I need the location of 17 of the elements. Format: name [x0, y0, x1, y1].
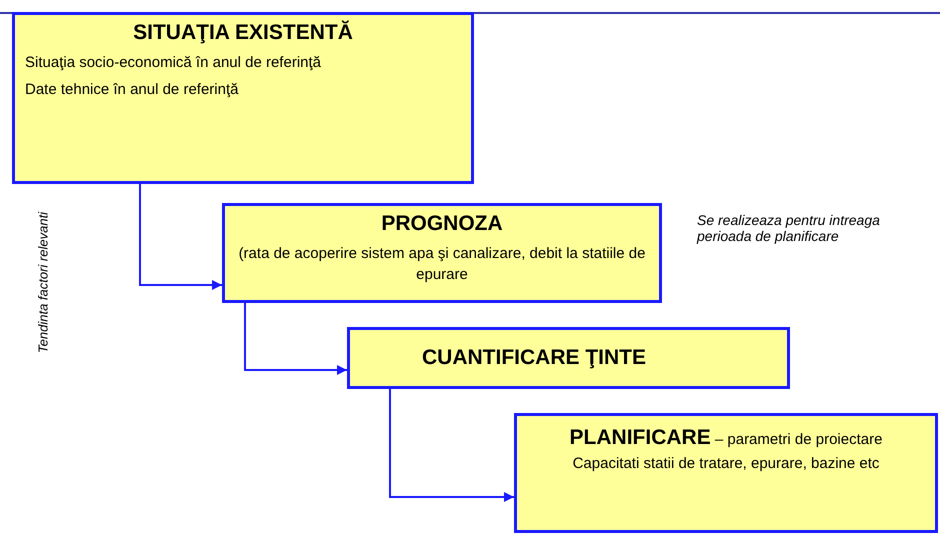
process-box [12, 12, 474, 184]
note-text: Tendinta factori relevanti [36, 210, 50, 356]
box-text: Date tehnice în anul de referinţă [25, 80, 240, 100]
connector-arrow [244, 303, 347, 375]
process-box [347, 327, 790, 389]
box-text: Capacitati statii de tratare, epurare, bazine etc [572, 454, 880, 474]
box-heading: SITUAŢIA EXISTENTĂ [132, 20, 354, 46]
box-heading: CUANTIFICARE ŢINTE [422, 345, 647, 371]
box-heading: PROGNOZA [380, 211, 504, 237]
box-text: Situaţia socio-economică în anul de referinţă [25, 53, 322, 74]
process-box [514, 413, 938, 533]
process-box [222, 203, 662, 303]
note-text: Se realizeaza pentru intreaga perioada de planificare [697, 212, 881, 244]
connector-arrow [139, 184, 222, 290]
box-text: (rata de acoperire sistem apa şi canalizare, debit la statiile de epurare [238, 244, 646, 285]
box-heading: PLANIFICARE – parametri de proiectare [568, 425, 884, 451]
connector-arrow [389, 389, 514, 502]
